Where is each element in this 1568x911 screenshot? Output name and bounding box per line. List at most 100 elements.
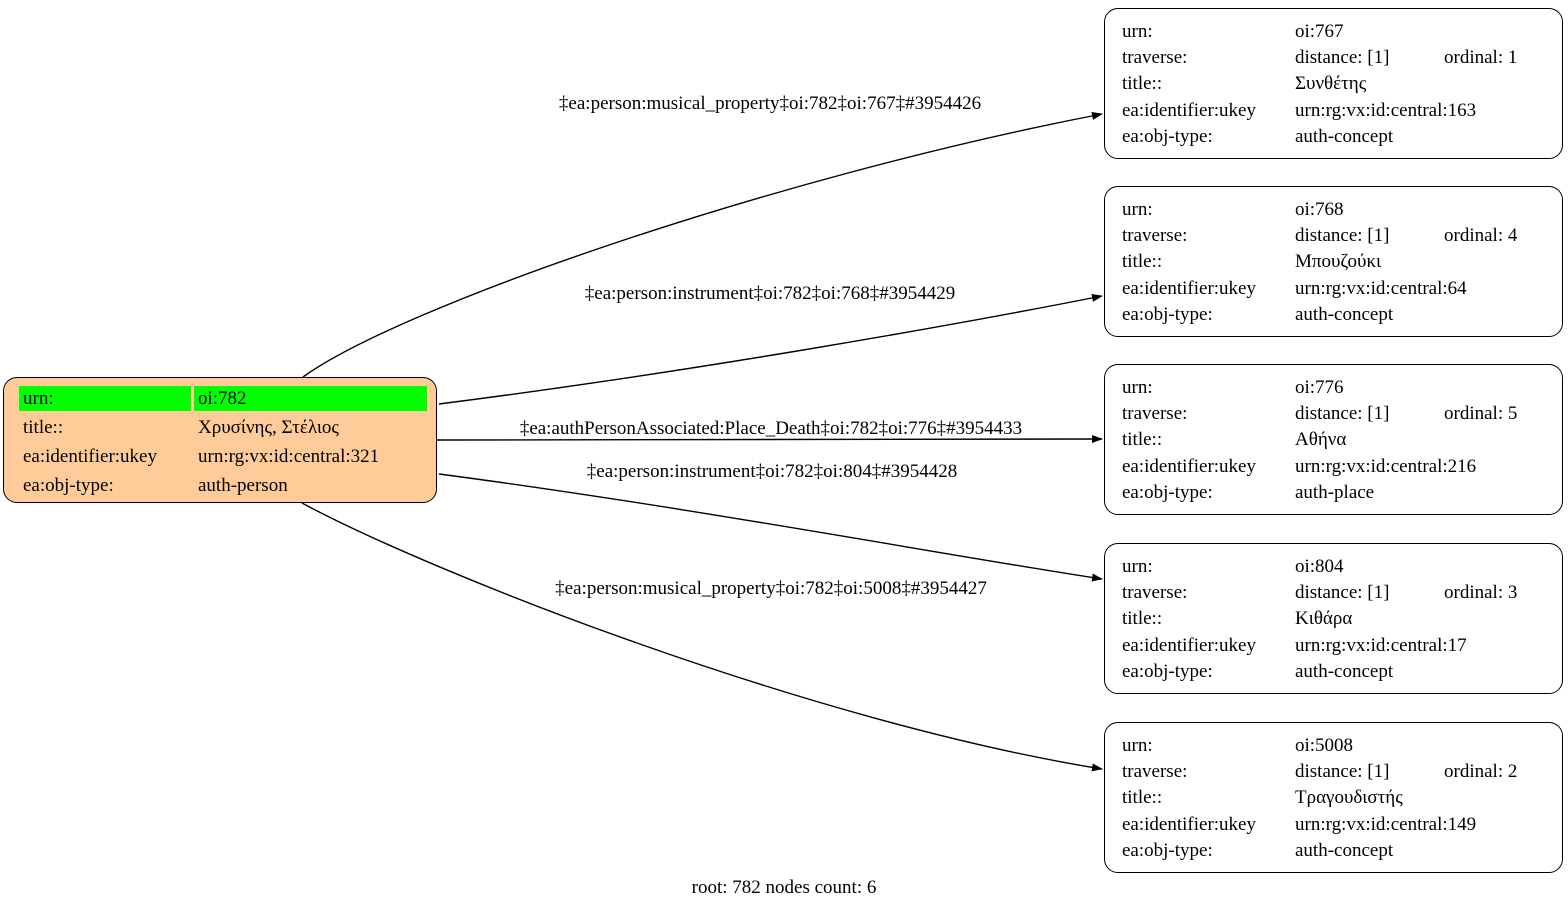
field-key: traverse:	[1122, 582, 1188, 604]
field-value: oi:776	[1295, 377, 1344, 399]
field-row: ea:identifier:ukey urn:rg:vx:id:central:…	[1122, 812, 1554, 838]
field-value: oi:768	[1295, 199, 1344, 221]
graph-node-804[interactable]: urn: oi:804 traverse: distance: [1] ordi…	[1104, 543, 1563, 694]
graph-node-767[interactable]: urn: oi:767 traverse: distance: [1] ordi…	[1104, 8, 1563, 159]
field-key: title::	[1122, 73, 1163, 95]
field-key: title::	[1122, 429, 1163, 451]
field-key: title::	[1122, 787, 1163, 809]
field-value: auth-person	[198, 474, 288, 496]
edge-path-782-768	[438, 294, 1103, 405]
field-key: urn:	[1122, 735, 1153, 757]
field-value: oi:804	[1295, 556, 1344, 578]
field-row: ea:obj-type: auth-concept	[1122, 302, 1554, 328]
field-row: ea:identifier:ukey urn:rg:vx:id:central:…	[1122, 98, 1554, 124]
field-row: ea:obj-type: auth-concept	[1122, 659, 1554, 685]
field-value-distance: distance: [1]	[1295, 403, 1390, 425]
graph-node-768[interactable]: urn: oi:768 traverse: distance: [1] ordi…	[1104, 186, 1563, 337]
edge-label-782-804: ‡ea:person:instrument‡oi:782‡oi:804‡#395…	[586, 461, 958, 482]
field-row: ea:obj-type: auth-concept	[1122, 124, 1554, 150]
field-row: ea:obj-type: auth-person	[4, 471, 436, 500]
edge-label-782-768: ‡ea:person:instrument‡oi:782‡oi:768‡#395…	[584, 283, 956, 304]
field-value-ordinal: ordinal: 2	[1444, 761, 1518, 783]
field-row: traverse: distance: [1] ordinal: 1	[1122, 45, 1554, 71]
field-value: auth-concept	[1295, 839, 1394, 861]
field-row: urn: oi:782	[4, 384, 436, 413]
field-row: urn: oi:768	[1122, 197, 1554, 223]
field-row: ea:obj-type: auth-concept	[1122, 838, 1554, 864]
field-value-ordinal: ordinal: 5	[1444, 403, 1518, 425]
field-value: Μπουζούκι	[1295, 251, 1382, 273]
graph-caption: root: 782 nodes count: 6	[691, 877, 877, 898]
field-row: title:: Αθήνα	[1122, 427, 1554, 453]
field-value: oi:782	[194, 386, 427, 411]
field-key: ea:obj-type:	[1122, 481, 1213, 503]
field-key: ea:obj-type:	[1122, 660, 1213, 682]
field-value: Κιθάρα	[1295, 608, 1353, 630]
field-key: urn:	[1122, 556, 1153, 578]
field-value: urn:rg:vx:id:central:64	[1295, 277, 1467, 299]
field-key: title::	[23, 416, 64, 438]
field-key: ea:identifier:ukey	[1122, 277, 1256, 299]
field-key: traverse:	[1122, 761, 1188, 783]
field-key: ea:obj-type:	[1122, 303, 1213, 325]
field-key: ea:identifier:ukey	[1122, 455, 1256, 477]
field-key: ea:identifier:ukey	[1122, 634, 1256, 656]
field-row: traverse: distance: [1] ordinal: 5	[1122, 401, 1554, 427]
field-key: ea:identifier:ukey	[1122, 813, 1256, 835]
field-value-distance: distance: [1]	[1295, 225, 1390, 247]
edge-label-782-767: ‡ea:person:musical_property‡oi:782‡oi:76…	[558, 93, 982, 114]
field-key: urn:	[1122, 377, 1153, 399]
root-node-782[interactable]: urn: oi:782 title:: Χρυσίνης, Στέλιος ea…	[3, 377, 437, 503]
field-row: traverse: distance: [1] ordinal: 4	[1122, 223, 1554, 249]
field-row: title:: Χρυσίνης, Στέλιος	[4, 413, 436, 442]
field-value: urn:rg:vx:id:central:17	[1295, 634, 1467, 656]
field-key: urn:	[19, 386, 191, 411]
field-value: urn:rg:vx:id:central:321	[198, 445, 380, 467]
graph-node-776[interactable]: urn: oi:776 traverse: distance: [1] ordi…	[1104, 364, 1563, 515]
field-key: traverse:	[1122, 225, 1188, 247]
field-value: Συνθέτης	[1295, 73, 1367, 95]
field-key: title::	[1122, 251, 1163, 273]
field-value: urn:rg:vx:id:central:163	[1295, 99, 1477, 121]
field-key: ea:obj-type:	[23, 474, 114, 496]
field-value-distance: distance: [1]	[1295, 761, 1390, 783]
field-row: ea:identifier:ukey urn:rg:vx:id:central:…	[1122, 633, 1554, 659]
field-key: ea:identifier:ukey	[1122, 99, 1256, 121]
field-row: urn: oi:804	[1122, 554, 1554, 580]
field-value: oi:5008	[1295, 735, 1354, 757]
field-row: urn: oi:776	[1122, 375, 1554, 401]
field-row: traverse: distance: [1] ordinal: 3	[1122, 580, 1554, 606]
field-key: urn:	[1122, 199, 1153, 221]
field-row: ea:identifier:ukey urn:rg:vx:id:central:…	[1122, 454, 1554, 480]
field-value-ordinal: ordinal: 3	[1444, 582, 1518, 604]
field-value: Τραγουδιστής	[1295, 787, 1403, 809]
field-row: traverse: distance: [1] ordinal: 2	[1122, 759, 1554, 785]
graph-node-5008[interactable]: urn: oi:5008 traverse: distance: [1] ord…	[1104, 722, 1563, 873]
field-value: auth-concept	[1295, 303, 1394, 325]
field-row: title:: Τραγουδιστής	[1122, 785, 1554, 811]
field-value: urn:rg:vx:id:central:149	[1295, 813, 1477, 835]
field-key: ea:obj-type:	[1122, 839, 1213, 861]
field-row: ea:identifier:ukey urn:rg:vx:id:central:…	[4, 442, 436, 471]
field-row: ea:identifier:ukey urn:rg:vx:id:central:…	[1122, 276, 1554, 302]
field-value: auth-place	[1295, 481, 1375, 503]
edge-path-782-5008	[301, 502, 1103, 772]
field-key: traverse:	[1122, 403, 1188, 425]
field-value-distance: distance: [1]	[1295, 47, 1390, 69]
field-row: title:: Μπουζούκι	[1122, 249, 1554, 275]
edge-path-782-776	[436, 435, 1103, 444]
field-value: urn:rg:vx:id:central:216	[1295, 455, 1477, 477]
field-row: title:: Κιθάρα	[1122, 606, 1554, 632]
field-key: urn:	[1122, 21, 1153, 43]
edge-path-782-804	[438, 473, 1103, 582]
field-value: Αθήνα	[1295, 429, 1347, 451]
field-row: urn: oi:767	[1122, 19, 1554, 45]
edge-label-782-5008: ‡ea:person:musical_property‡oi:782‡oi:50…	[555, 578, 987, 599]
field-key: ea:obj-type:	[1122, 125, 1213, 147]
field-key: ea:identifier:ukey	[23, 445, 157, 467]
field-value: oi:767	[1295, 21, 1344, 43]
field-value: Χρυσίνης, Στέλιος	[198, 416, 339, 438]
field-row: title:: Συνθέτης	[1122, 71, 1554, 97]
field-value-distance: distance: [1]	[1295, 582, 1390, 604]
